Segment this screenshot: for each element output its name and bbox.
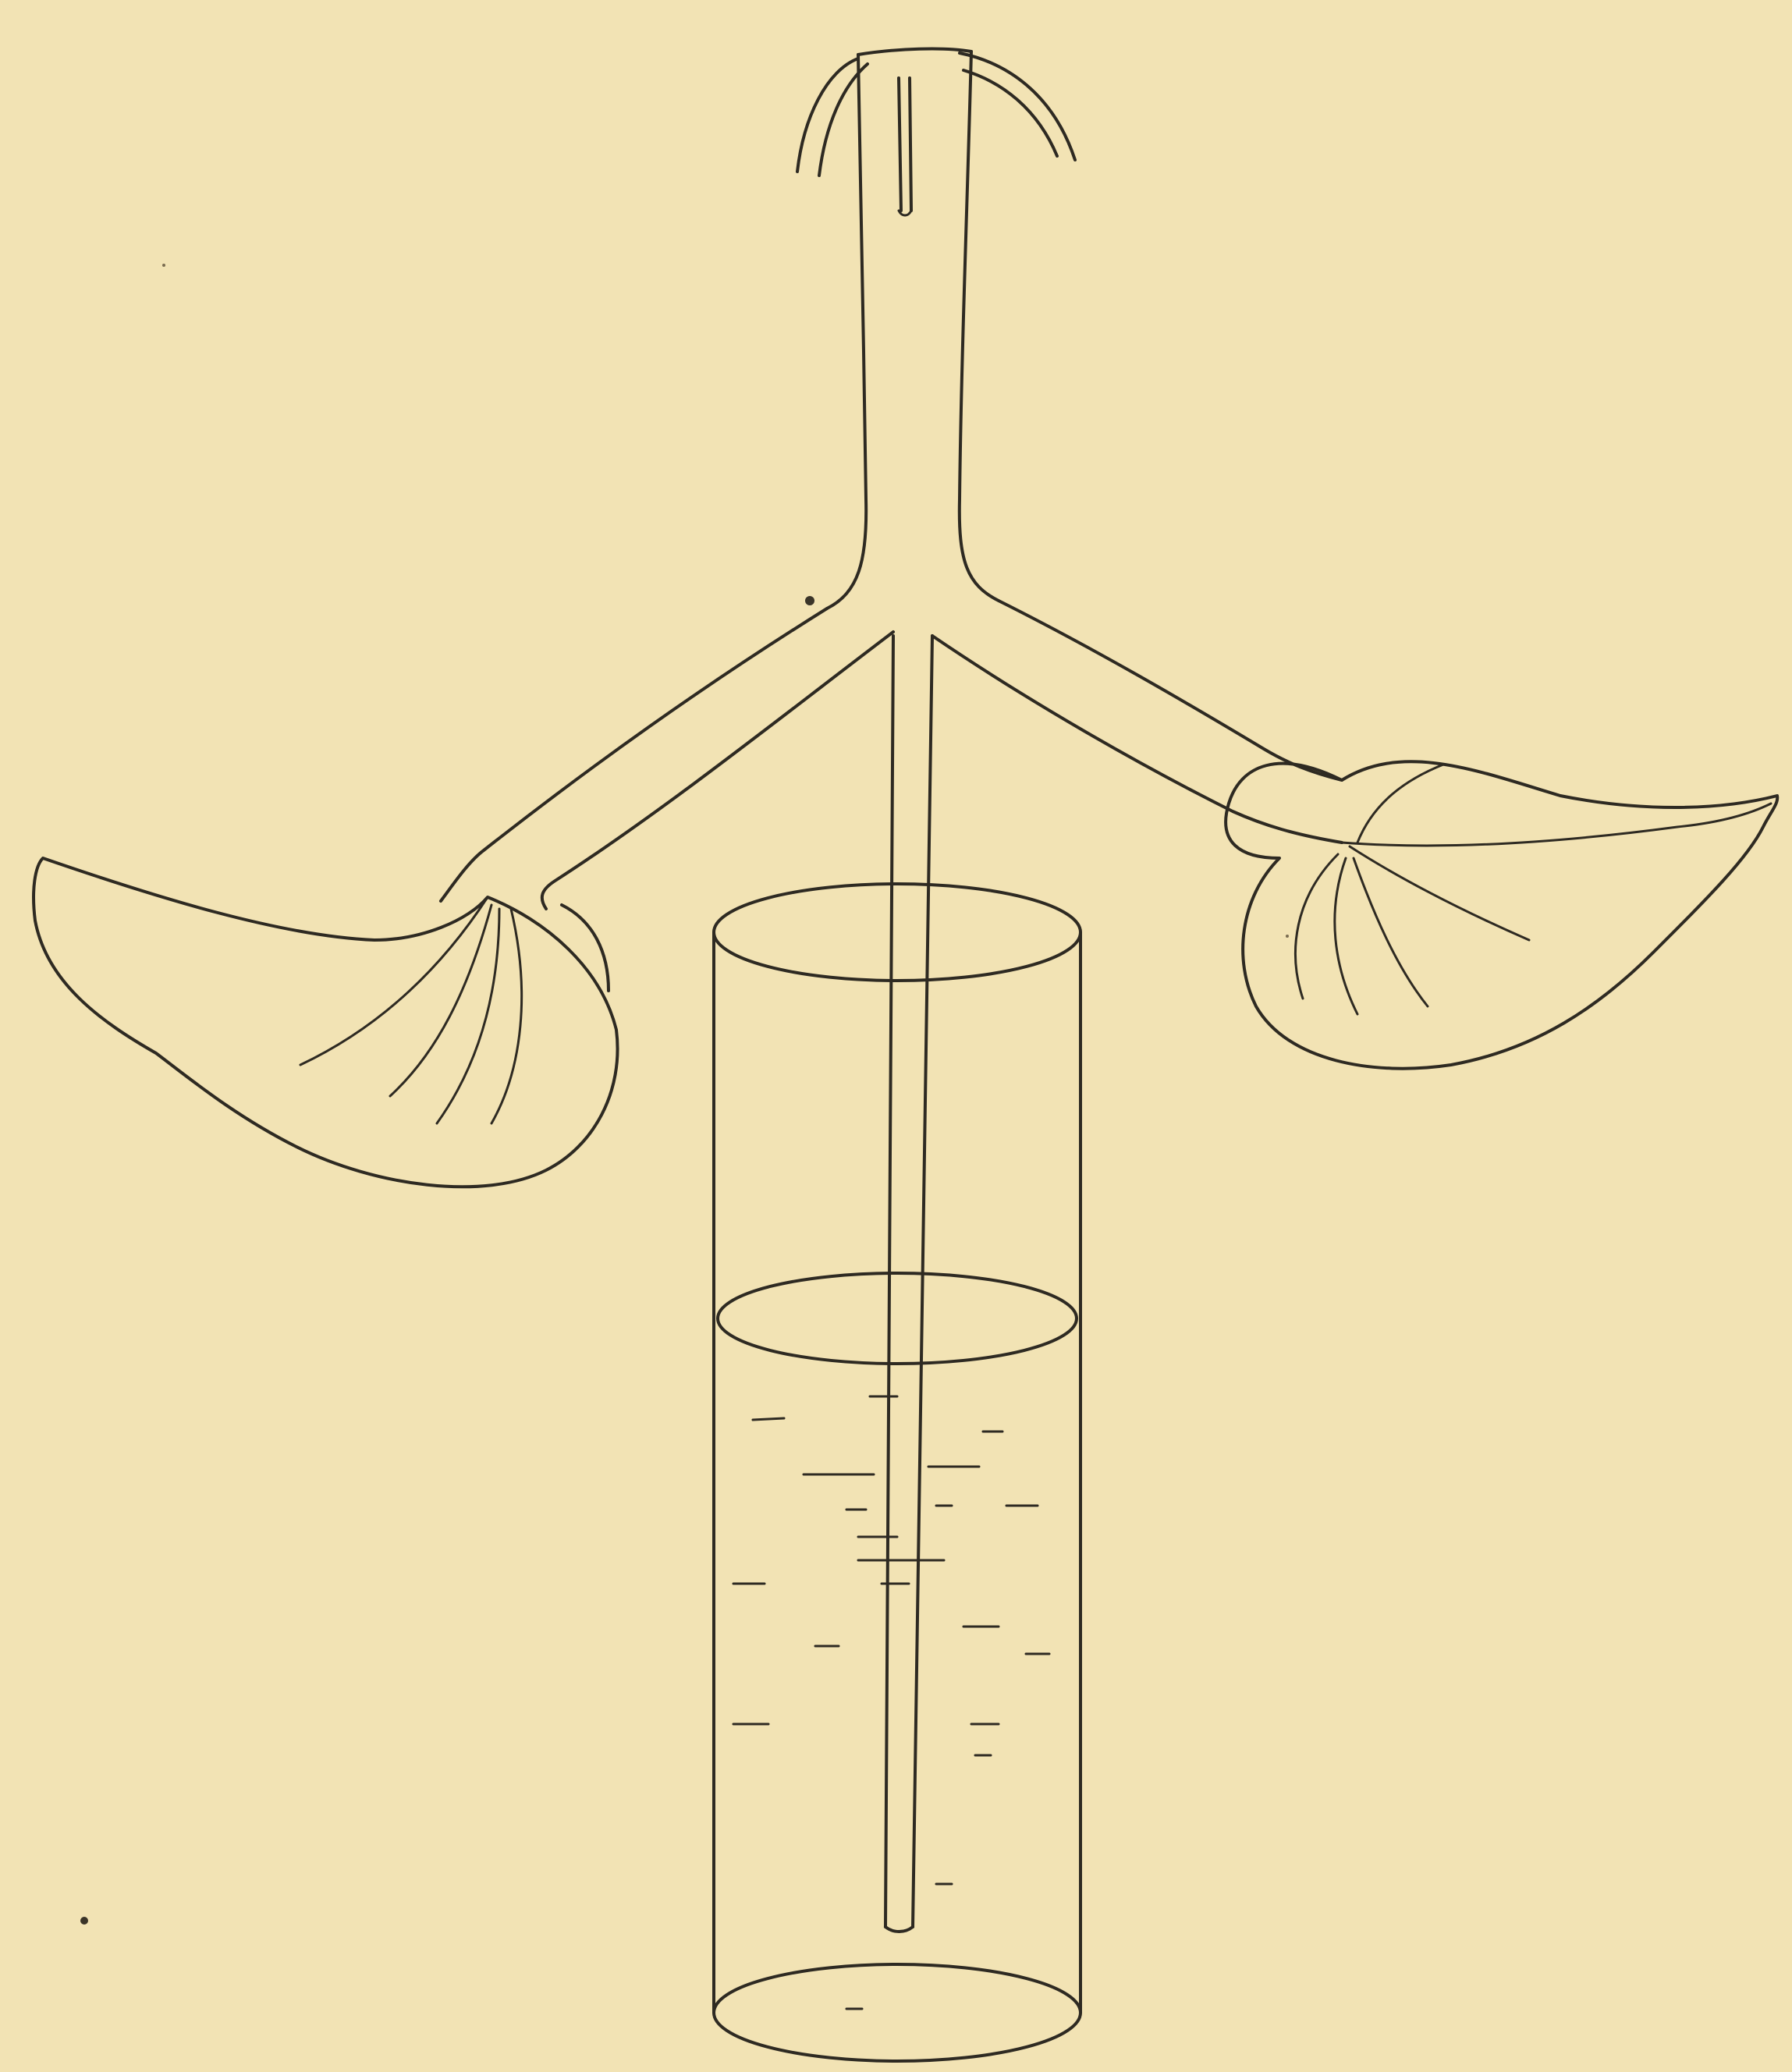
- water: [718, 1273, 1077, 2009]
- water-ripple-marks: [733, 1396, 1049, 2009]
- paper-specks: [80, 264, 1289, 1925]
- right-leaf: [1226, 761, 1777, 1068]
- right-branch: [932, 601, 1342, 843]
- stem: [797, 49, 1075, 608]
- tube: [885, 636, 932, 1932]
- left-leaf: [34, 858, 617, 1187]
- glass-cylinder: [714, 884, 1081, 2061]
- left-branch: [441, 608, 893, 909]
